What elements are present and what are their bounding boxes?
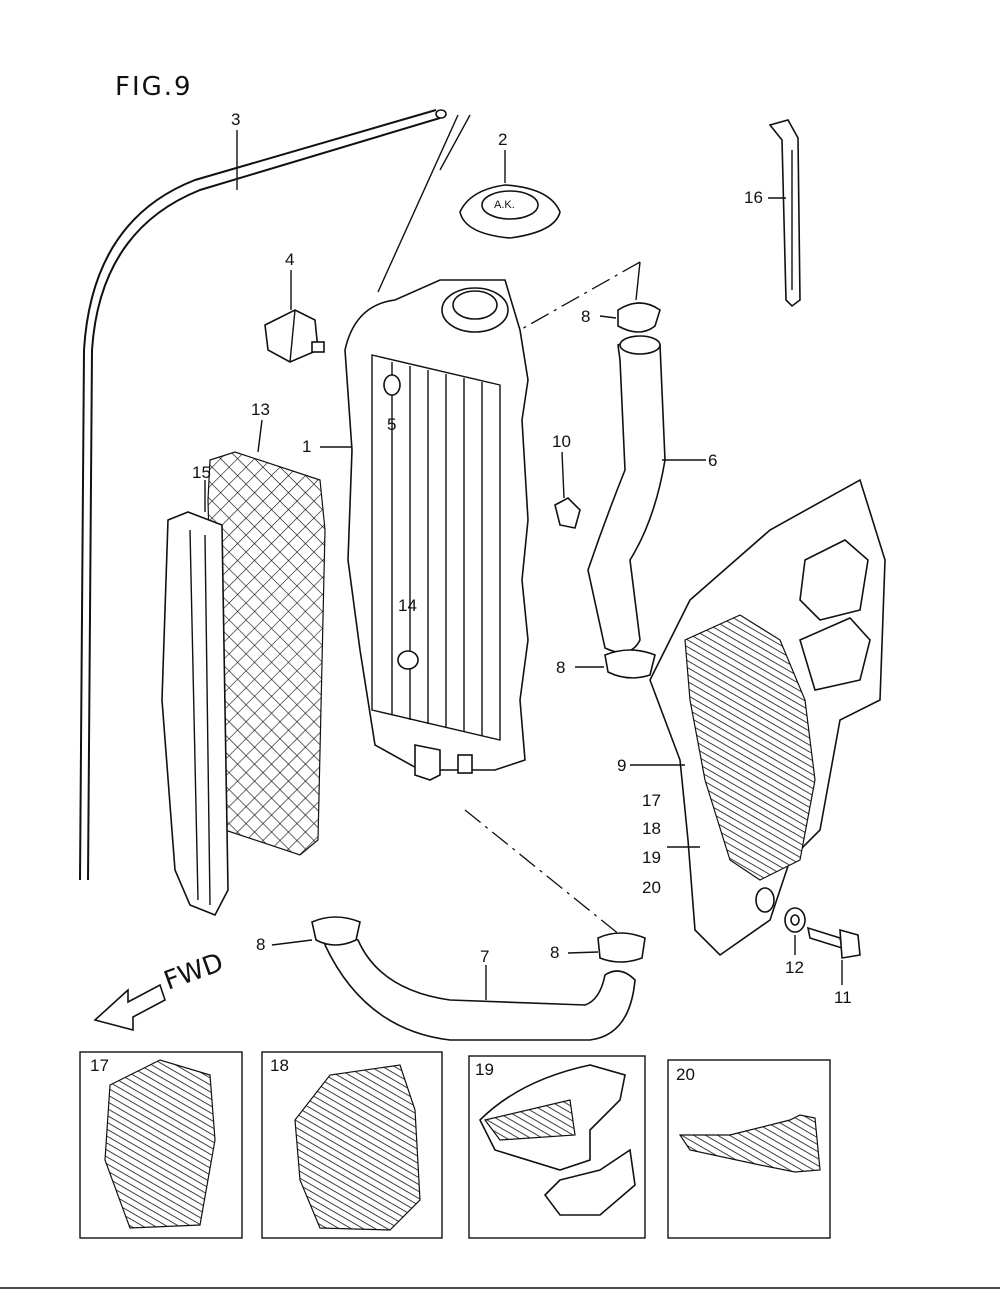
callout-2: 2 [498,130,507,149]
fwd-label: FWD [160,948,227,997]
callout-3: 3 [231,110,240,129]
callout-13: 13 [251,400,270,419]
callout-10: 10 [552,432,571,451]
cap-marking: A.K. [494,199,515,211]
radiator-cover [630,478,886,957]
callout-16: 16 [744,188,763,207]
callout-8b: 8 [556,658,565,677]
clip-10 [554,451,581,529]
callout-15: 15 [192,463,211,482]
callout-8d: 8 [550,943,559,962]
callout-18: 18 [642,819,661,838]
forward-arrow: FWD [93,948,227,1032]
callout-12: 12 [785,958,804,977]
washer-and-bolt [784,907,861,985]
callout-8c: 8 [256,935,265,954]
callout-14: 14 [398,596,417,615]
inset-17-number: 17 [90,1056,109,1075]
callout-11: 11 [834,988,852,1007]
callout-5: 5 [387,415,396,434]
radiator [320,279,529,781]
overflow-tube [79,109,471,881]
callout-4: 4 [285,250,294,269]
callout-7: 7 [480,947,489,966]
inset-19: 19 [468,1055,646,1239]
fitting-4 [264,270,325,363]
callout-8a: 8 [581,307,590,326]
inset-20: 20 [667,1059,831,1239]
callout-20: 20 [642,878,661,897]
inset-18-number: 18 [270,1056,289,1075]
figure-title: FIG.9 [115,72,193,102]
callout-6: 6 [708,451,717,470]
upper-hose [519,261,706,679]
inset-18: 18 [261,1051,443,1239]
inset-19-number: 19 [475,1060,494,1079]
tie-strap [768,119,801,308]
callout-17: 17 [642,791,661,810]
lower-hose [271,809,646,1041]
inset-17: 17 [79,1051,243,1239]
inset-20-number: 20 [676,1065,695,1084]
radiator-cap: A.K. [459,150,561,239]
callout-1: 1 [302,437,311,456]
callout-9: 9 [617,756,626,775]
radiator-guard [161,419,326,917]
callout-19: 19 [642,848,661,867]
